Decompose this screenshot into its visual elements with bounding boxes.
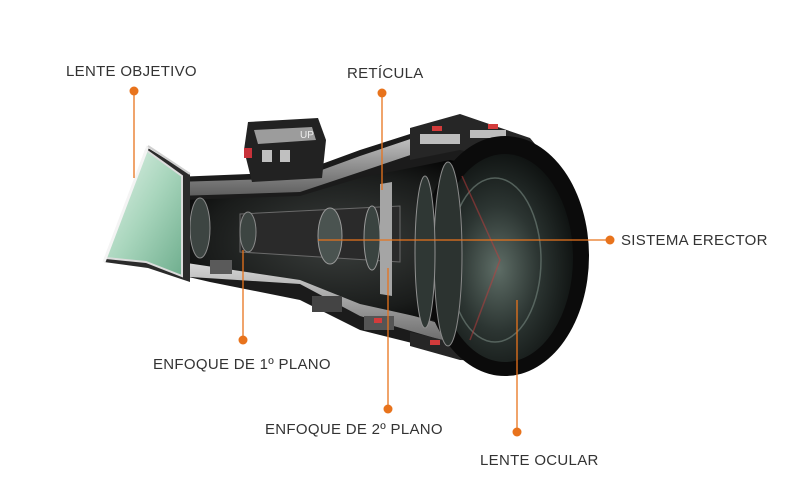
label-enfoque-2-plano: ENFOQUE DE 2º PLANO [265,421,443,438]
lower-housing [175,262,520,352]
reticle-plate [380,182,392,296]
label-lente-objetivo: LENTE OBJETIVO [66,63,197,80]
label-sistema-erector: SISTEMA ERECTOR [621,232,768,249]
label-lente-ocular: LENTE OCULAR [480,452,599,469]
dot-1plano [238,335,248,345]
leader-lines [133,91,610,432]
erector-lens-1 [189,197,211,259]
dot-erector [605,235,615,245]
erector-lens-2 [239,211,257,253]
dot-reticula [377,88,387,98]
dot-objetivo [129,86,139,96]
erector-lens-4 [363,205,381,271]
turret-knob: UP [244,118,326,182]
erector-lens-3 [317,207,343,265]
objective-lens [102,145,191,282]
ocular-lens [414,136,589,376]
bottom-block-2 [312,296,342,312]
bottom-block-1 [210,260,232,274]
bottom-red-mark [374,318,382,323]
label-reticula: RETÍCULA [347,65,424,82]
dot-2plano [383,404,393,414]
turret-up-text: UP [300,130,314,141]
label-enfoque-1-plano: ENFOQUE DE 1º PLANO [153,356,331,373]
leader-dots [129,86,615,437]
dot-ocular [512,427,522,437]
